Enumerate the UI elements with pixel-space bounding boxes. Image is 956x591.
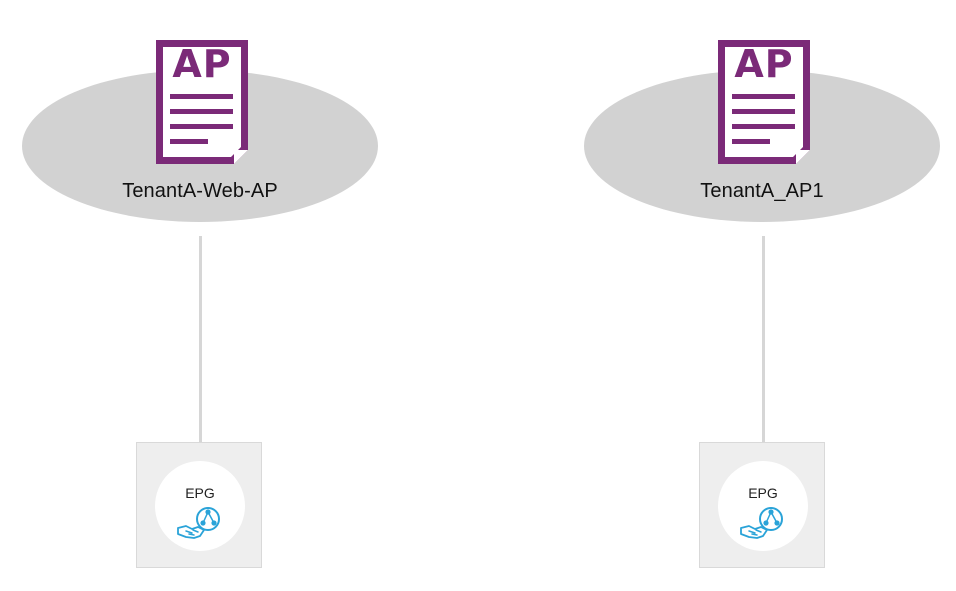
epg-label: EPG: [185, 485, 215, 501]
epg-handshake-icon: [177, 507, 220, 539]
connector-line-web-ap: [199, 236, 202, 442]
epg-circle: EPG: [718, 461, 808, 551]
epg-circle: EPG: [155, 461, 245, 551]
ap-document-icon: [156, 40, 248, 164]
ap-badge-text: AP: [172, 42, 232, 86]
connector-line-ap1: [762, 236, 765, 442]
epg-label: EPG: [748, 485, 778, 501]
epg-node-web-ap[interactable]: EPG: [136, 442, 262, 568]
ap-node-label: TenantA-Web-AP: [122, 180, 278, 202]
epg-node-ap1[interactable]: EPG: [699, 442, 825, 568]
ap-node-label: TenantA_AP1: [700, 180, 824, 202]
epg-handshake-icon: [740, 507, 783, 539]
ap-badge-text: AP: [734, 42, 794, 86]
ap-document-icon: [718, 40, 810, 164]
